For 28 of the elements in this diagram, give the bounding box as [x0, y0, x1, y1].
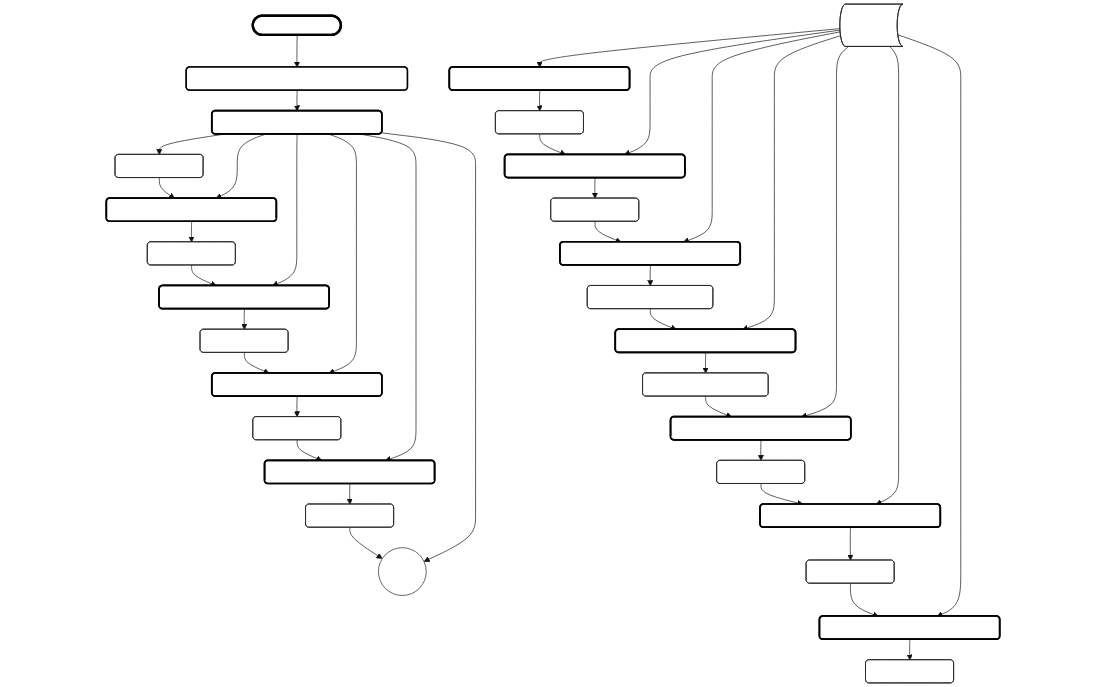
process-box: [550, 197, 640, 222]
process-box: [210, 109, 383, 135]
process-box: [495, 110, 584, 135]
process-box: [586, 285, 714, 309]
process-box: [865, 659, 954, 684]
connector-shape: [839, 3, 904, 47]
process-box: [105, 197, 278, 223]
process-box: [252, 416, 342, 441]
process-box: [305, 503, 394, 528]
start-terminal: [251, 14, 343, 37]
process-box: [642, 372, 769, 397]
process-box: [805, 559, 895, 584]
process-box: [503, 153, 686, 179]
process-box: [263, 459, 436, 485]
process-box: [210, 372, 383, 397]
process-box: [559, 240, 742, 266]
process-box: [818, 615, 1001, 641]
process-box: [716, 459, 806, 484]
process-box: [146, 241, 236, 266]
process-box: [158, 284, 330, 310]
process-box: [448, 66, 631, 91]
end-circle: [378, 547, 427, 596]
process-box: [185, 66, 409, 91]
process-box: [199, 328, 289, 353]
process-box: [614, 328, 797, 354]
process-box: [759, 503, 942, 529]
process-box: [669, 415, 852, 441]
process-box: [114, 154, 204, 178]
